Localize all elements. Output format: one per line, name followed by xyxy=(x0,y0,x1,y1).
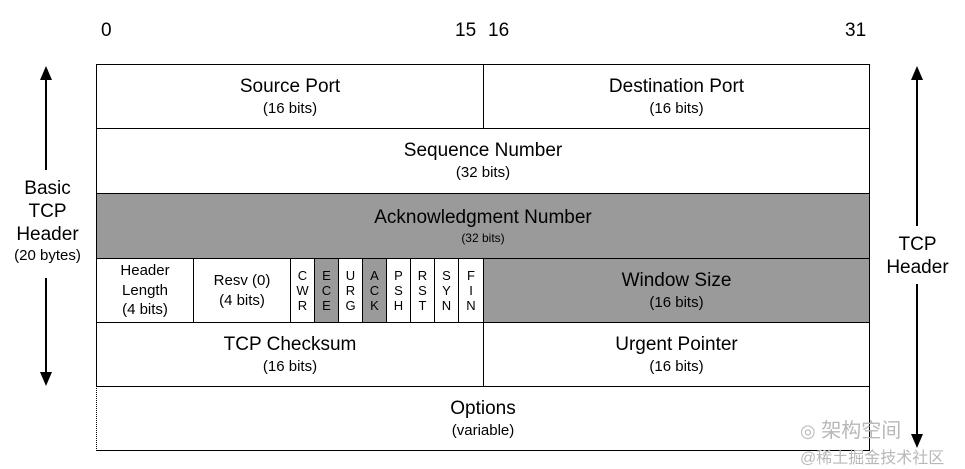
bit-number-15: 15 xyxy=(455,20,477,41)
source-port-field: Source Port (16 bits) xyxy=(96,64,483,128)
window-size-field: Window Size (16 bits) xyxy=(483,258,869,322)
tcp-header-label: TCP Header xyxy=(886,234,949,279)
watermark-site: @稀土掘金技术社区 xyxy=(800,450,945,467)
tcp-checksum-field: TCP Checksum (16 bits) xyxy=(96,322,483,386)
arrow-up-icon xyxy=(40,66,52,80)
options-field: Options (variable) xyxy=(96,386,869,451)
urgent-pointer-field: Urgent Pointer (16 bits) xyxy=(483,322,869,386)
header-length-field: Header Length (4 bits) xyxy=(96,258,193,322)
arrow-down-icon xyxy=(40,372,52,386)
arrow-up-icon xyxy=(911,66,923,80)
tcp-header-diagram: Source Port (16 bits) Destination Port (… xyxy=(96,64,870,451)
arrow-down-icon xyxy=(911,434,923,448)
acknowledgment-number-field: Acknowledgment Number (32 bits) xyxy=(96,193,869,258)
basic-tcp-header-label: Basic TCP Header (20 bytes) xyxy=(14,178,81,264)
watermark-brand: ◎ 架构空间 xyxy=(800,420,902,442)
sequence-number-field: Sequence Number (32 bits) xyxy=(96,128,869,193)
bit-number-16: 16 xyxy=(488,20,510,41)
wechat-icon: ◎ xyxy=(800,421,816,441)
reserved-field: Resv (0) (4 bits) xyxy=(193,258,290,322)
bit-number-0: 0 xyxy=(101,20,112,41)
bit-number-31: 31 xyxy=(845,20,867,41)
destination-port-field: Destination Port (16 bits) xyxy=(483,64,869,128)
